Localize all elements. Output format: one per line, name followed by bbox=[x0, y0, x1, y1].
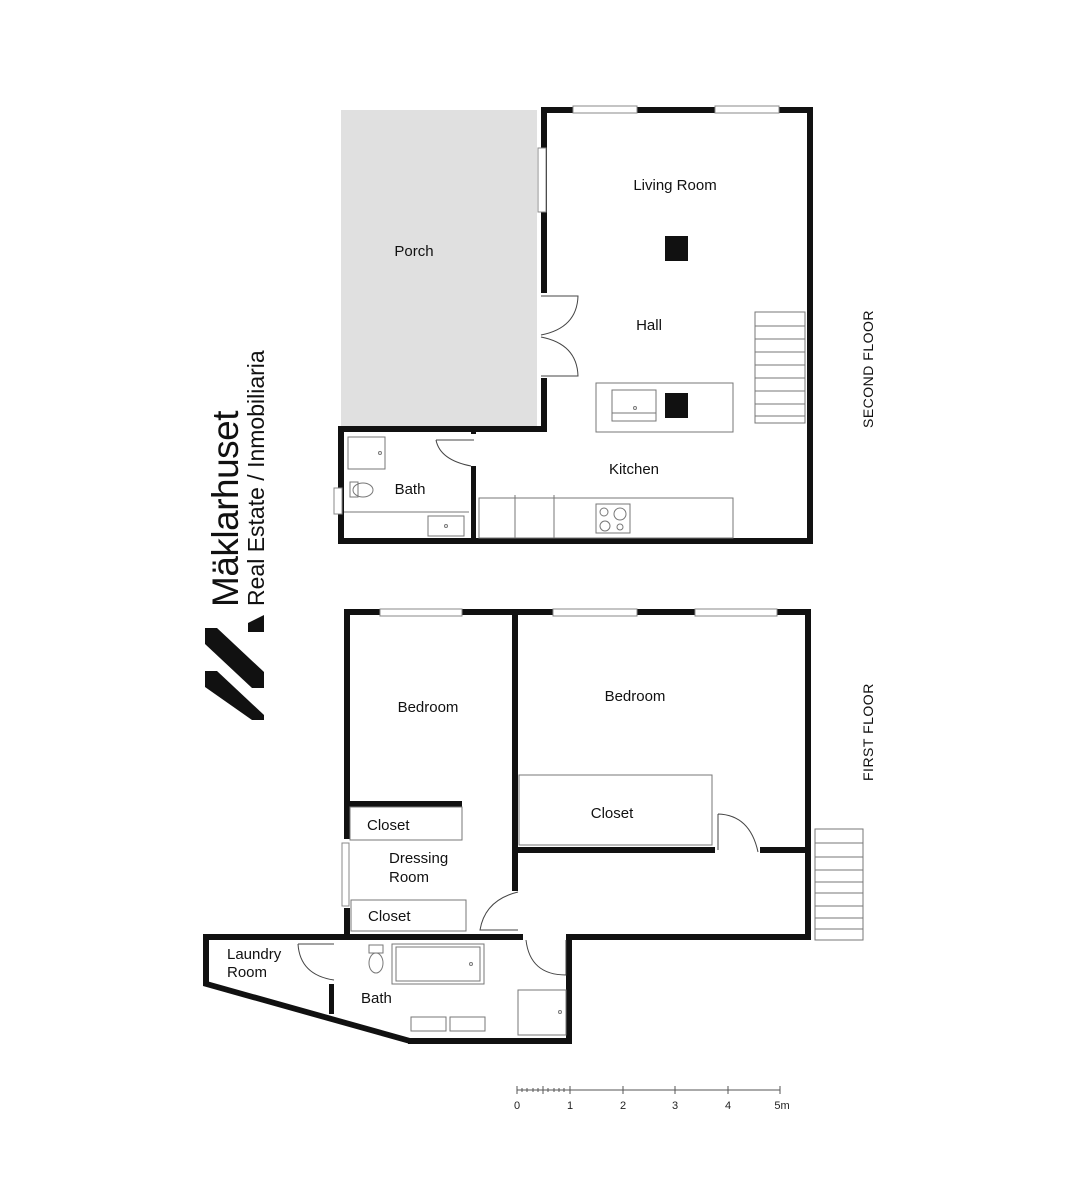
room-label-dressing-2: Room bbox=[389, 869, 429, 886]
scale-bar bbox=[516, 1086, 781, 1094]
staircase-first bbox=[814, 828, 864, 941]
svg-text:0: 0 bbox=[514, 1100, 520, 1112]
room-label-kitchen: Kitchen bbox=[609, 461, 659, 478]
room-label-closet-right: Closet bbox=[591, 805, 634, 822]
first-floor-label: FIRST FLOOR bbox=[860, 683, 876, 781]
room-label-closet-bottom: Closet bbox=[368, 908, 411, 925]
svg-text:2: 2 bbox=[620, 1100, 626, 1112]
closets bbox=[349, 774, 713, 932]
second-floor-label: SECOND FLOOR bbox=[860, 309, 876, 428]
room-label-bath-second: Bath bbox=[395, 481, 426, 498]
svg-text:1: 1 bbox=[567, 1100, 573, 1112]
room-label-laundry-1: Laundry bbox=[227, 946, 282, 963]
slanted-wall bbox=[203, 980, 410, 1044]
kitchen-island bbox=[595, 382, 734, 433]
svg-text:3: 3 bbox=[672, 1100, 678, 1112]
room-label-closet-top: Closet bbox=[367, 817, 410, 834]
svg-text:4: 4 bbox=[725, 1100, 731, 1112]
bath-fixtures-first bbox=[368, 943, 567, 1036]
bath-door-second bbox=[435, 439, 474, 467]
porch-area bbox=[341, 110, 537, 426]
first-floor-plan: Bedroom Bedroom Closet Closet Dressing R… bbox=[203, 608, 864, 1044]
scale-bar-labels: 0 1 2 3 4 5m bbox=[514, 1100, 790, 1112]
brand-tagline: Real Estate / Inmobiliaria bbox=[243, 350, 269, 606]
first-floor-windows bbox=[341, 608, 778, 907]
brand-name: Mäklarhuset bbox=[205, 410, 246, 607]
first-floor-walls bbox=[203, 609, 811, 1044]
island-column bbox=[665, 393, 688, 418]
room-label-living-room: Living Room bbox=[633, 177, 716, 194]
svg-text:5m: 5m bbox=[774, 1100, 789, 1112]
bath-fixtures-second bbox=[344, 436, 469, 537]
room-label-bath-first: Bath bbox=[361, 990, 392, 1007]
column bbox=[665, 236, 688, 261]
room-label-hall: Hall bbox=[636, 317, 662, 334]
first-floor-doors bbox=[297, 813, 759, 981]
room-label-bedroom-left: Bedroom bbox=[398, 699, 459, 716]
room-label-bedroom-right: Bedroom bbox=[605, 688, 666, 705]
room-label-dressing-1: Dressing bbox=[389, 850, 448, 867]
staircase-second bbox=[754, 311, 806, 424]
porch-double-door bbox=[540, 295, 579, 377]
kitchen-counter bbox=[478, 495, 734, 539]
second-floor-windows bbox=[333, 105, 780, 515]
room-label-laundry-2: Room bbox=[227, 964, 267, 981]
second-floor-plan: Porch Living Room Hall Kitchen Bath bbox=[333, 105, 813, 544]
maklarhuset-logo-icon bbox=[205, 615, 264, 720]
room-label-porch: Porch bbox=[394, 243, 433, 260]
